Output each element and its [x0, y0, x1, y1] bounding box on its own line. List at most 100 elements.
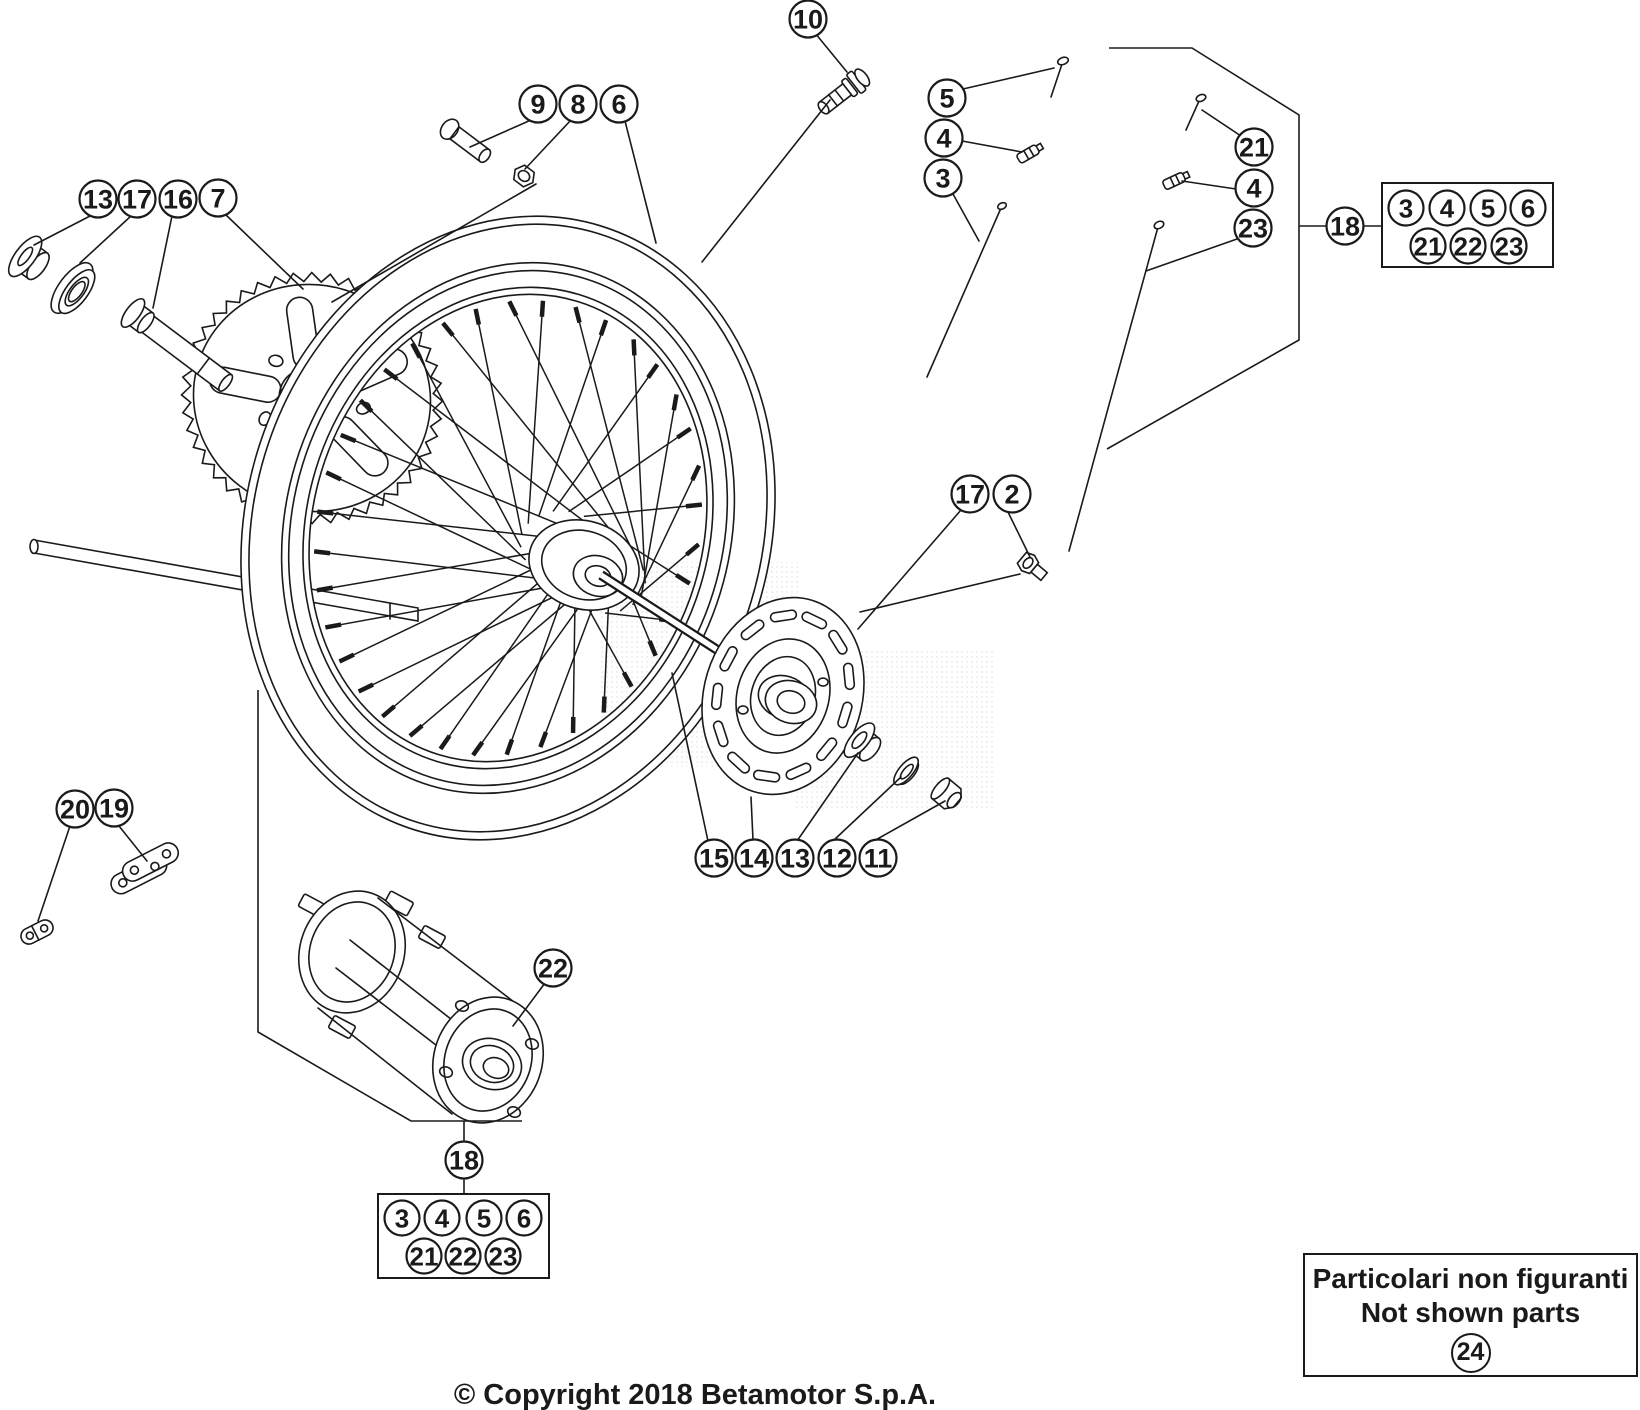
- masterlink-clip-part-circle: [39, 924, 49, 933]
- leader-line: [962, 67, 1055, 90]
- spoke-nipple-part-4a: [1016, 142, 1045, 164]
- leader-line: [871, 800, 946, 843]
- spoke: [568, 427, 692, 513]
- spoke-nipple: [471, 740, 485, 757]
- callout-3-number: 3: [395, 1203, 409, 1233]
- callout-23-circle: [484, 1237, 522, 1275]
- disc-slot: [785, 762, 812, 781]
- spoke-nipple: [441, 321, 455, 337]
- callout-19-circle: [94, 788, 134, 828]
- sprocket-nut-part-ellipse: [517, 169, 531, 183]
- callout-22-number: 22: [449, 1241, 478, 1271]
- disc-slot: [719, 646, 738, 672]
- not-shown-parts-line1: Particolari non figuranti: [1312, 1263, 1629, 1294]
- spoke-nipple: [504, 738, 515, 756]
- chain-guide-bar-part-polygon: [33, 539, 419, 622]
- spoke-nipple: [685, 502, 703, 509]
- callout-15-circle: [694, 838, 734, 878]
- disc-slot: [769, 609, 798, 623]
- disc-slot: [801, 611, 828, 630]
- spoke: [314, 550, 549, 581]
- spoke-nipple: [538, 731, 549, 748]
- tire-valve-part-line: [827, 94, 839, 107]
- callout-13-circle: [78, 179, 118, 219]
- leader-line: [961, 140, 1023, 153]
- callout-3-circle: [1387, 189, 1425, 227]
- callout-6-number: 6: [1521, 193, 1535, 223]
- masterlink-clip-part: [20, 919, 54, 945]
- callout-13-circle: [775, 838, 815, 878]
- spoke-nipple: [473, 308, 482, 326]
- axle-washer-part-ellipse: [899, 763, 914, 780]
- leader-line: [1007, 511, 1031, 558]
- leader-line: [1145, 238, 1238, 272]
- spoke-rod-part-3-line: [926, 207, 1002, 378]
- callout-22-circle: [1449, 227, 1487, 265]
- callout-4-number: 4: [936, 124, 951, 154]
- spoke: [538, 319, 607, 516]
- callout-4-circle: [1234, 168, 1274, 208]
- disc-slot: [816, 737, 838, 762]
- spoke: [583, 503, 702, 518]
- callout-4-number: 4: [435, 1203, 450, 1233]
- spoke-pin-part-21-line: [1185, 100, 1200, 131]
- callout-3-circle: [923, 158, 963, 198]
- tire-annulus: [240, 216, 776, 840]
- callout-11-number: 11: [864, 844, 893, 874]
- spoke-nipple: [631, 339, 637, 356]
- spoke-nipple: [601, 696, 607, 713]
- spoke-nipple-part-4b: [1162, 170, 1191, 190]
- callout-22-number: 22: [538, 954, 568, 984]
- callout-6-circle: [599, 84, 639, 124]
- callout-6-number: 6: [517, 1203, 531, 1233]
- callout-22-circle: [444, 1237, 482, 1275]
- spoked-wheel-part: [240, 215, 776, 841]
- callout-2-circle: [992, 474, 1032, 514]
- callout-8-circle: [558, 84, 598, 124]
- leader-line: [671, 672, 709, 842]
- wheel-spacer-part-ellipse: [17, 246, 34, 267]
- spoke-nipple: [539, 300, 546, 317]
- sprocket-bolt-part-ellipse: [478, 148, 492, 164]
- leader-line: [224, 213, 304, 290]
- callout-4-circle: [1428, 189, 1466, 227]
- spoke-nipple-part-4a-rect: [1016, 144, 1040, 164]
- wheel-hub-part-ellipse: [443, 1008, 533, 1112]
- callout-5-number: 5: [939, 84, 954, 114]
- group-brackets: [257, 47, 1382, 1194]
- rear-axle-part: [120, 297, 234, 392]
- wheel-hub-part-line: [317, 1007, 453, 1115]
- spoke: [383, 368, 612, 543]
- copyright-text: © Copyright 2018 Betamotor S.p.A.: [453, 1379, 937, 1410]
- wheel-hub-part-ellipse: [454, 1000, 470, 1012]
- callout-3-circle: [383, 1199, 421, 1237]
- leader-lines: [33, 32, 1242, 1027]
- rim-ring-5: [308, 293, 708, 763]
- spoke-nipple: [507, 300, 519, 317]
- spoke-nipple-part-4b-rect: [1162, 172, 1186, 190]
- spoke-nipple: [598, 319, 609, 336]
- sprocket-bolt-part: [439, 118, 492, 164]
- callout-22-number: 22: [1454, 231, 1483, 261]
- wheel-hub-part-rect: [418, 925, 446, 949]
- spoke-nipple: [383, 367, 399, 381]
- spoke-nipple-part-4b-line: [1169, 176, 1176, 188]
- axle-nut-part: [930, 777, 962, 810]
- disc-spacer-part-ellipse: [851, 731, 868, 750]
- rim-ring-1: [248, 223, 768, 833]
- callout-3-number: 3: [935, 164, 950, 194]
- callout-23-circle: [1233, 208, 1273, 248]
- spoke-nipple: [338, 652, 355, 664]
- spoke: [409, 579, 594, 737]
- spoke-nipple: [325, 470, 342, 482]
- spoke-nipple-part-4a-line: [1028, 146, 1035, 158]
- callout-21-circle: [1234, 127, 1274, 167]
- rim-ring-2: [280, 261, 736, 795]
- spoke-nipple: [408, 723, 424, 738]
- callout-17-circle: [950, 474, 990, 514]
- disc-slot: [740, 619, 765, 641]
- axle-nut-part-ellipse: [946, 791, 962, 809]
- spoke-rod-part-23: [1068, 220, 1165, 552]
- callout-11-circle: [858, 838, 898, 878]
